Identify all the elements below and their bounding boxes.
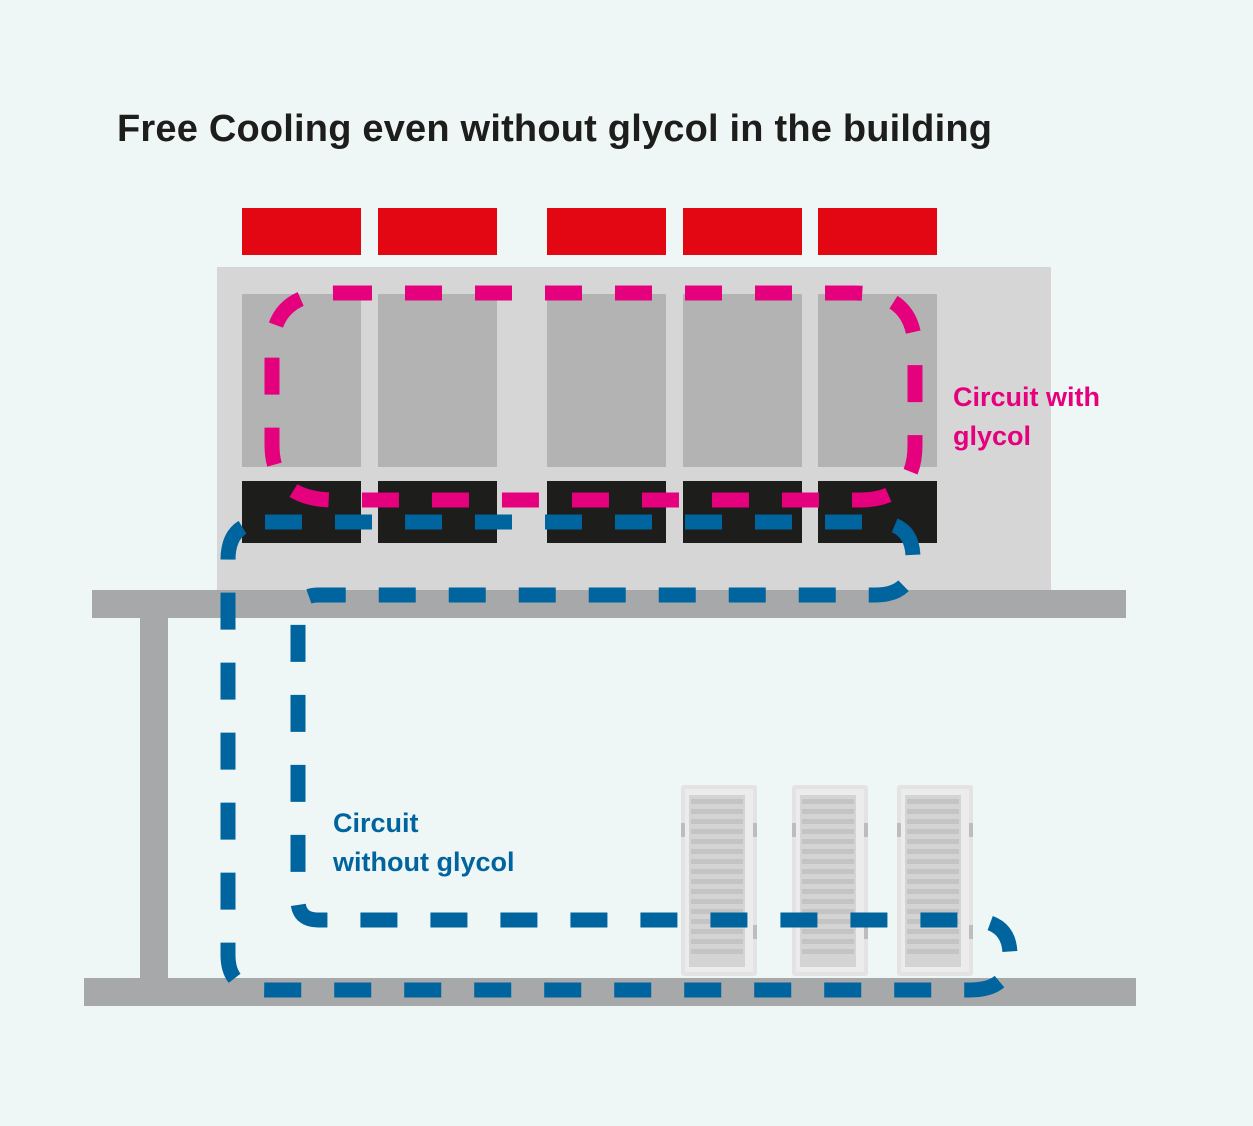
glycol-circuit-label-line1: Circuit with: [953, 382, 1100, 412]
coil-panel-4: [683, 294, 802, 467]
fan-row: [242, 208, 937, 255]
module-2: [378, 481, 497, 543]
server-racks: [681, 785, 973, 976]
coil-panels: [242, 294, 937, 467]
floor-slab: [84, 978, 1136, 1006]
water-circuit-label-line2: without glycol: [333, 847, 515, 877]
water-circuit-label-line1: Circuit: [333, 808, 419, 838]
module-5: [818, 481, 937, 543]
fan-3: [547, 208, 666, 255]
water-circuit-line: [220, 514, 1018, 998]
fan-2: [378, 208, 497, 255]
server-rack-icon: [681, 785, 757, 976]
module-3: [547, 481, 666, 543]
coil-panel-3: [547, 294, 666, 467]
fan-1: [242, 208, 361, 255]
module-4: [683, 481, 802, 543]
server-rack-icon: [897, 785, 973, 976]
glycol-circuit-label-line2: glycol: [953, 421, 1032, 451]
fan-4: [683, 208, 802, 255]
server-rack-icon: [792, 785, 868, 976]
support-column: [140, 618, 168, 980]
diagram-title: Free Cooling even without glycol in the …: [117, 108, 993, 150]
coil-panel-1: [242, 294, 361, 467]
fan-5: [818, 208, 937, 255]
glycol-circuit-label: Circuit with glycol: [953, 378, 1100, 456]
coil-panel-2: [378, 294, 497, 467]
water-circuit-label: Circuit without glycol: [333, 804, 515, 882]
heat-exchanger-modules: [242, 481, 937, 543]
glycol-circuit-line: [264, 285, 923, 508]
